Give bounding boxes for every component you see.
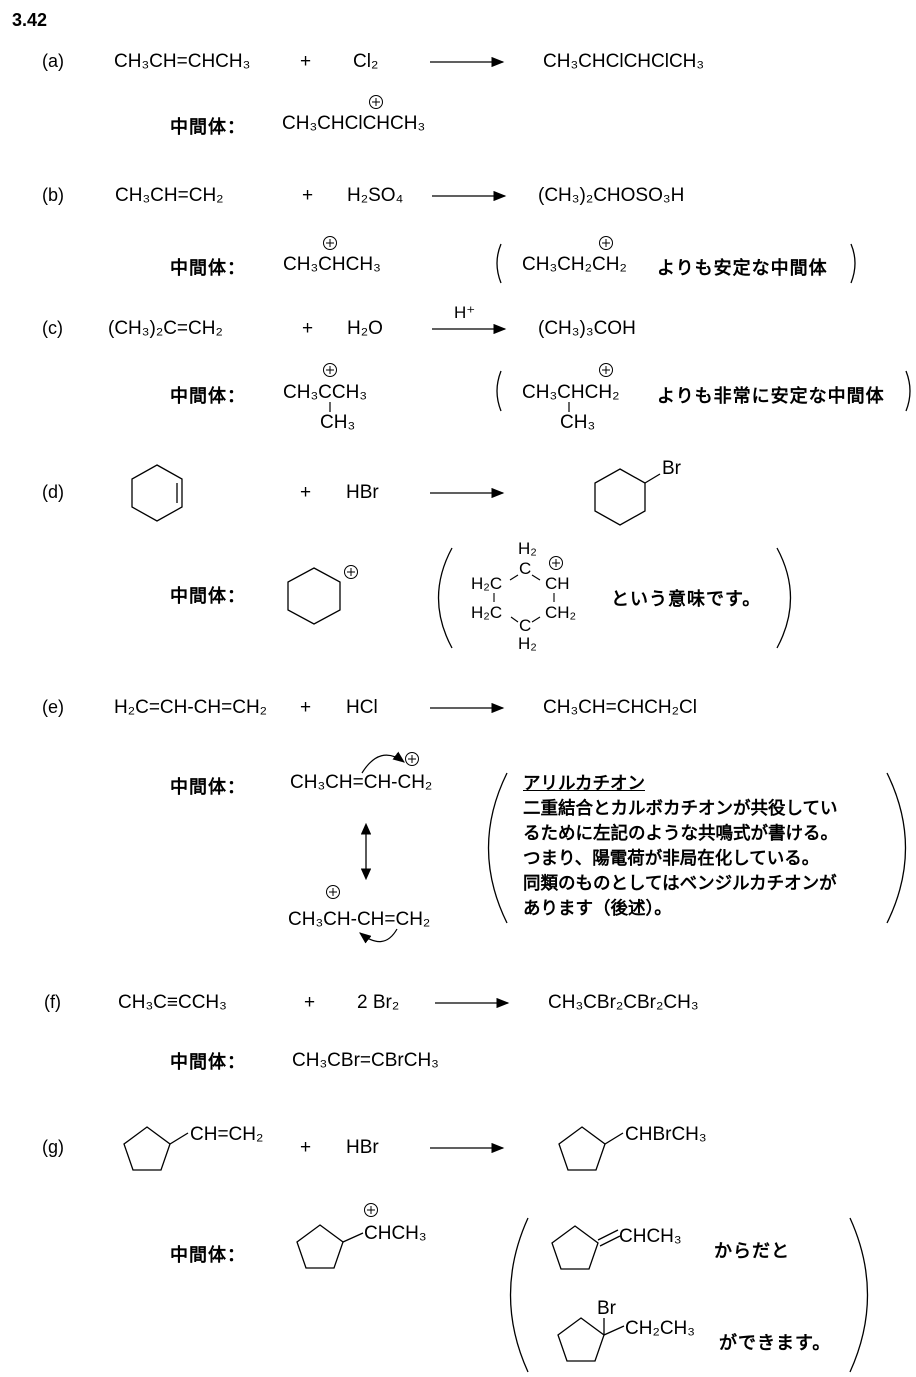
compare-note-b: よりも安定な中間体 (657, 258, 828, 279)
cyclohexene-ring (131, 464, 183, 522)
intermediate-label-b: 中間体： (170, 258, 246, 279)
product-sub-g: CHBrCH₃ (625, 1124, 707, 1145)
note-line: 同類のものとしてはベンジルカチオンが (523, 874, 837, 894)
cyclohexyl-cation-ring (287, 567, 341, 625)
note-line: 二重結合とカルボカチオンが共役してい (523, 799, 838, 819)
reagent-e: HCl (346, 697, 378, 718)
product-e: CH₃CH=CHCH₂Cl (543, 697, 697, 718)
ring-atom-h2c-lower: H₂C (471, 603, 503, 622)
alt2-br-g: Br (597, 1298, 616, 1319)
intermediate-f: CH₃CBr=CBrCH₃ (292, 1050, 439, 1071)
alt2-note-g: ができます。 (719, 1333, 832, 1354)
catalyst-c: H⁺ (454, 303, 476, 322)
allyl-cation-note: アリルカチオン 二重結合とカルボカチオンが共役してい るために左記のような共鳴式… (523, 772, 838, 922)
ring-atom-h2c-upper: H₂C (471, 574, 503, 593)
ring-atom-top-c: C (519, 559, 532, 578)
intermediate-label-e: 中間体： (170, 777, 246, 798)
label-a: (a) (42, 51, 64, 71)
plus-b: + (302, 185, 314, 206)
resonance-structure-2: CH₃CH-CH=CH₂ (288, 909, 431, 930)
intermediate-a: CH₃CHClCHCH₃ (282, 113, 426, 134)
reactant-b: CH₃CH=CH₂ (115, 185, 224, 206)
reactant-f: CH₃C≡CCH₃ (118, 992, 227, 1013)
alt1-note-g: からだと (714, 1241, 790, 1262)
plus-f: + (304, 992, 316, 1013)
plus-c: + (302, 318, 314, 339)
product-f: CH₃CBr₂CBr₂CH₃ (548, 992, 699, 1013)
ring-atom-bottom-h: H₂ (518, 634, 537, 653)
intermediate-c: CH₃CCH₃ (283, 382, 368, 403)
label-c: (c) (42, 318, 63, 338)
reagent-c: H₂O (347, 318, 383, 339)
label-e: (e) (42, 697, 64, 717)
intermediate-b: CH₃CHCH₃ (283, 254, 381, 275)
product-c: (CH₃)₃COH (538, 318, 636, 339)
reagent-d: HBr (346, 482, 379, 503)
reactant-e: H₂C=CH-CH=CH₂ (114, 697, 268, 718)
positive-charge-icon (323, 95, 613, 1217)
compare-c: CH₃CHCH₂ (522, 382, 620, 403)
bromocyclohexane-ring (594, 468, 661, 526)
ring-atom-top-h: H₂ (518, 539, 537, 558)
ring-atom-ch2: CH₂ (545, 603, 577, 622)
compare-b: CH₃CH₂CH₂ (522, 254, 627, 275)
intermediate-label-a: 中間体： (170, 117, 246, 138)
note-title: アリルカチオン (523, 774, 645, 794)
reactant-a: CH₃CH=CHCH₃ (114, 51, 251, 72)
plus-e: + (300, 697, 312, 718)
reactant-sub-g: CH=CH₂ (190, 1124, 264, 1145)
intermediate-label-c: 中間体： (170, 386, 246, 407)
ring-atom-ch: CH (545, 574, 570, 593)
product-br-d: Br (662, 458, 681, 479)
ring-atom-bottom-c: C (519, 616, 532, 635)
compare-branch-c: CH₃ (560, 412, 596, 433)
reagent-f: 2 Br₂ (357, 992, 400, 1013)
intermediate-label-d: 中間体： (170, 586, 246, 607)
intermediate-branch-c: CH₃ (320, 412, 356, 433)
reagent-b: H₂SO₄ (347, 185, 404, 206)
label-g: (g) (42, 1137, 64, 1157)
intermediate-label-f: 中間体： (170, 1052, 246, 1073)
compare-note-c: よりも非常に安定な中間体 (657, 386, 885, 407)
plus-d: + (300, 482, 312, 503)
label-d: (d) (42, 482, 64, 502)
intermediate-label-g: 中間体： (170, 1245, 246, 1266)
note-d: という意味です。 (611, 589, 762, 610)
intermediate-sub-g: CHCH₃ (364, 1223, 427, 1244)
product-a: CH₃CHClCHClCH₃ (543, 51, 705, 72)
alt2-sub-g: CH₂CH₃ (625, 1318, 695, 1339)
note-line: つまり、陽電荷が非局在化している。 (523, 849, 820, 869)
reagent-g: HBr (346, 1137, 379, 1158)
label-f: (f) (44, 992, 61, 1012)
alt1-sub-g: CHCH₃ (619, 1226, 682, 1247)
resonance-structure-1: CH₃CH=CH-CH₂ (290, 772, 433, 793)
plus-a: + (300, 51, 312, 72)
note-line: あります（後述）。 (523, 899, 672, 919)
label-b: (b) (42, 185, 64, 205)
note-line: るために左記のような共鳴式が書ける。 (523, 824, 838, 844)
product-b: (CH₃)₂CHOSO₃H (538, 185, 685, 206)
reactant-c: (CH₃)₂C=CH₂ (108, 318, 223, 339)
reagent-a: Cl₂ (353, 51, 379, 72)
plus-g: + (300, 1137, 312, 1158)
problem-number: 3.42 (12, 10, 48, 30)
